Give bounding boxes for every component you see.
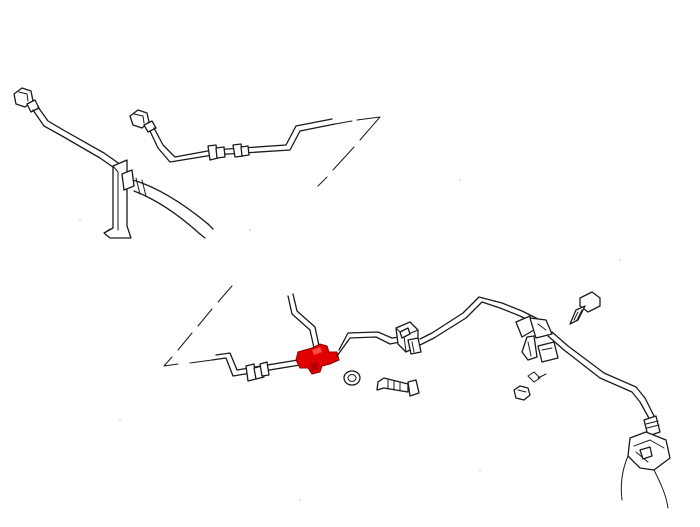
upper-left-fitting [13,87,40,113]
lower-right-tube [547,331,656,421]
lower-assembly [163,285,671,509]
lock-washer [343,370,361,386]
junction-connector [407,337,422,355]
bracket-tab [537,341,559,363]
bolt-upper-right [569,291,601,325]
upper-left-tube [32,106,125,173]
upper-right-fitting [129,109,157,133]
tee-fitting-highlighted [295,343,340,375]
upper-mounting-bracket [103,159,135,239]
nut-small [513,385,531,401]
tee-fitting-body [295,343,340,375]
lower-left-couplers [245,361,270,382]
brake-caliper [620,431,671,509]
right-bracket-clamp [515,315,553,361]
upper-assembly [13,87,381,239]
scan-artifacts [79,179,621,501]
lower-long-tube [419,296,543,346]
lower-middle-tube [336,331,401,357]
lower-upper-branch-tube [287,293,320,349]
upper-flex-hose [132,177,214,239]
upper-break-line [317,116,381,187]
bolt-middle [376,377,420,397]
upper-tube-couplers [207,143,250,161]
lower-break-line [163,285,233,367]
caliper-connector [643,415,661,437]
clip-small [527,371,547,383]
